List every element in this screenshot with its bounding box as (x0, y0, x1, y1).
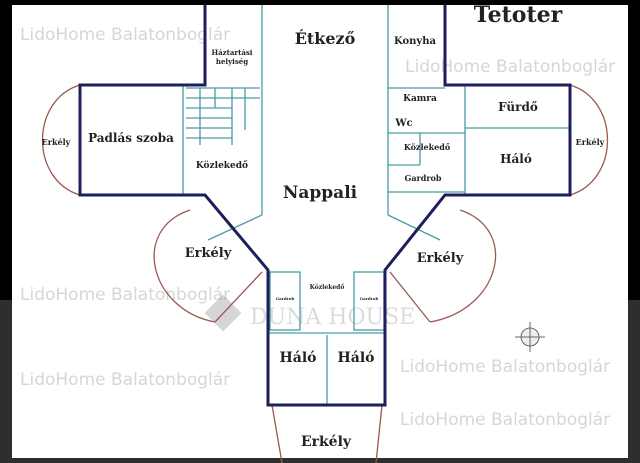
room-furdo: Fürdő (498, 100, 538, 114)
watermark: LidoHome Balatonboglár (20, 370, 230, 390)
room-kamra: Kamra (403, 94, 437, 104)
room-padlas-szoba: Padlás szoba (88, 131, 174, 145)
room-kozlekedo-right: Közlekedő (404, 142, 451, 152)
room-etkezo: Étkező (295, 28, 356, 48)
room-nappali: Nappali (283, 183, 358, 203)
watermark: LidoHome Balatonboglár (20, 25, 230, 45)
watermark: LidoHome Balatonboglár (400, 357, 610, 377)
inner-walls (182, 5, 570, 405)
compass-icon (515, 322, 545, 352)
room-wc: Wc (394, 118, 412, 129)
outer-walls (78, 5, 572, 407)
room-haztartasi-line2: helyiség (216, 57, 248, 66)
room-erkely-left: Erkély (42, 137, 71, 147)
room-halo-bottom-left: Háló (280, 350, 317, 366)
room-erkely-lower-left: Erkély (185, 246, 232, 261)
room-small-right: Gardrob (360, 296, 379, 301)
room-erkely-right: Erkély (576, 137, 605, 147)
room-halo-right: Háló (500, 152, 532, 166)
watermark: LidoHome Balatonboglár (405, 57, 615, 77)
room-halo-bottom-right: Háló (338, 350, 375, 366)
room-kozlekedo-left: Közlekedő (196, 160, 248, 171)
room-haztartasi-line1: Háztartási (212, 48, 253, 57)
room-erkely-bottom: Erkély (301, 434, 352, 450)
floor-plan-sheet (12, 5, 628, 458)
room-konyha: Konyha (394, 36, 436, 47)
room-kozlekedo-bottom: Közlekedő (310, 284, 345, 291)
room-small-left: Gardrob (276, 296, 295, 301)
watermarks: LidoHome Balatonboglár LidoHome Balatonb… (20, 25, 615, 430)
balcony-outlines (41, 84, 609, 463)
room-gardrob: Gardrob (405, 173, 442, 183)
room-erkely-lower-right: Erkély (417, 251, 464, 266)
watermark: LidoHome Balatonboglár (20, 285, 230, 305)
watermark: LidoHome Balatonboglár (400, 410, 610, 430)
title: Tetoter (474, 2, 563, 28)
svg-text:DUNA HOUSE: DUNA HOUSE (250, 305, 415, 330)
